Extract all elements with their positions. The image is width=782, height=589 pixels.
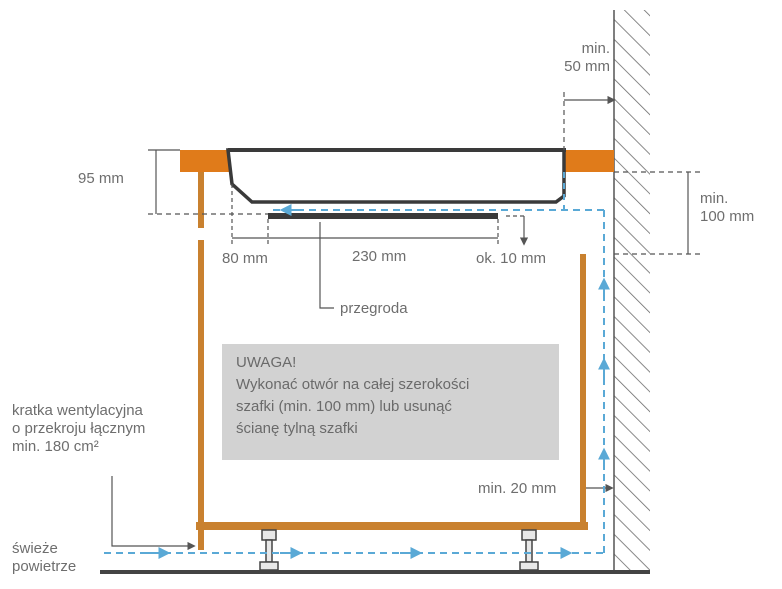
warning-line-2: Wykonać otwór na całej szerokości: [236, 376, 470, 393]
cabinet-leg-left: [259, 529, 279, 571]
label-min-50mm-line2: 50 mm: [564, 58, 610, 75]
label-partition: przegroda: [340, 300, 408, 317]
label-min-50mm-line1: min.: [581, 40, 610, 57]
airflow-path: [104, 209, 605, 554]
worktop-left: [180, 150, 230, 172]
label-min-20mm: min. 20 mm: [478, 480, 557, 497]
partition-leader: [319, 222, 334, 309]
cabinet-left-foot: [198, 530, 204, 550]
label-95mm: 95 mm: [78, 170, 124, 187]
label-min-100mm-line2: 100 mm: [700, 208, 755, 225]
label-min-100mm: min. 100 mm: [700, 190, 754, 226]
vent-grille-leader: [111, 476, 196, 551]
dimension-min-100mm: [614, 171, 700, 255]
label-vent-grille-line1: kratka wentylacyjna: [12, 402, 143, 419]
cabinet-bottom: [196, 522, 588, 530]
dimension-row-partition: [231, 184, 529, 246]
label-fresh-air-line1: świeże: [12, 540, 58, 557]
warning-line-3: szafki (min. 100 mm) lub usunąć: [236, 398, 452, 415]
appliance-body: [226, 148, 566, 204]
label-min-50mm: min. 50 mm: [540, 40, 610, 76]
dimension-95mm: [148, 149, 268, 215]
label-vent-grille: kratka wentylacyjna o przekroju łącznym …: [12, 402, 145, 456]
label-vent-grille-line2: o przekroju łącznym: [12, 420, 146, 437]
label-fresh-air: świeże powietrze: [12, 540, 76, 576]
label-fresh-air-line2: powietrze: [12, 558, 77, 575]
label-230mm: 230 mm: [352, 248, 407, 265]
cabinet-leg-right: [519, 529, 539, 571]
airflow-arrows: [140, 204, 610, 559]
warning-box: UWAGA! Wykonać otwór na całej szerokości…: [222, 344, 559, 460]
label-80mm: 80 mm: [222, 250, 268, 267]
worktop-right: [564, 150, 614, 172]
label-min-100mm-line1: min.: [700, 190, 729, 207]
cabinet-back-wall: [580, 254, 586, 526]
wall: [613, 10, 650, 574]
warning-line-4: ścianę tylną szafki: [236, 420, 358, 437]
wall-hatching: [614, 10, 650, 574]
label-ok-10mm: ok. 10 mm: [476, 250, 547, 267]
dimension-min-50mm: [563, 92, 616, 150]
label-vent-grille-line3: min. 180 cm²: [12, 438, 99, 455]
warning-line-1: UWAGA!: [236, 354, 297, 371]
warning-text: UWAGA! Wykonać otwór na całej szerokości…: [236, 352, 469, 440]
partition-plate: [268, 213, 498, 219]
cabinet-left-side: [198, 240, 204, 522]
cabinet-left-upper: [198, 172, 204, 228]
